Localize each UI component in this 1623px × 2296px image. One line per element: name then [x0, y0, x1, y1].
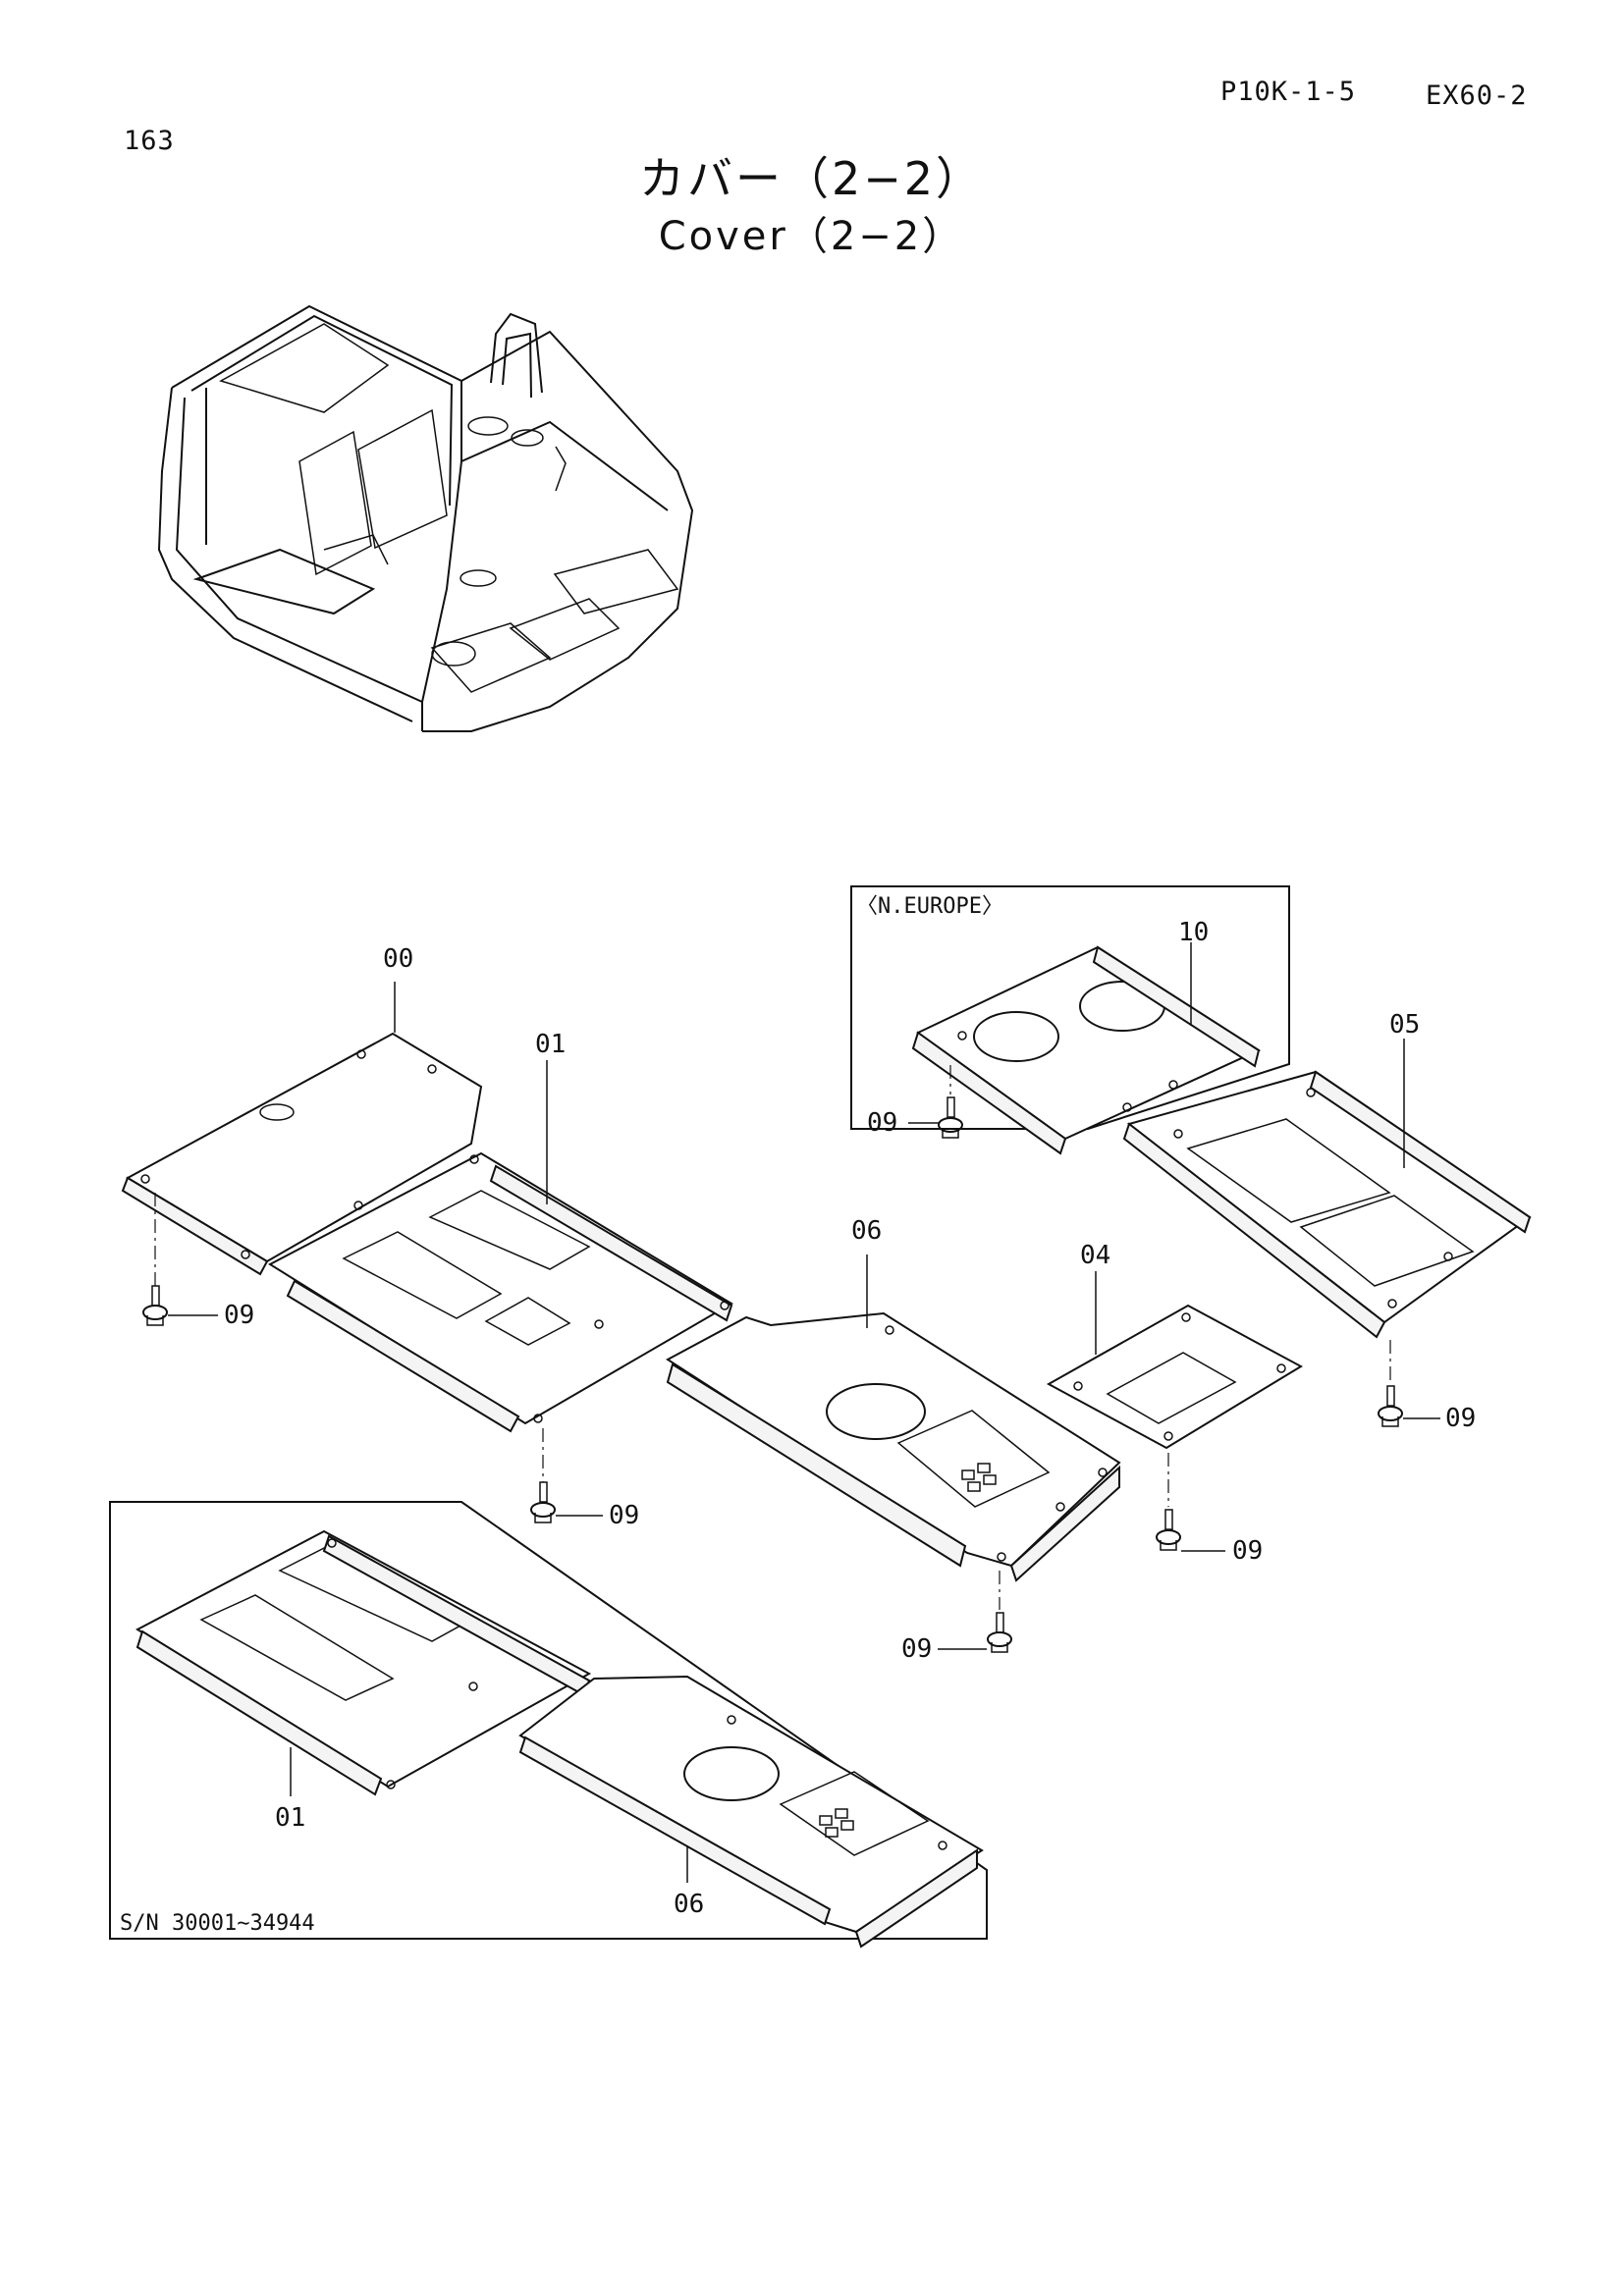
bolt-09-part06: [938, 1571, 1012, 1653]
title-english: Cover（2−2）: [658, 214, 965, 259]
callout-06: 06: [851, 1216, 882, 1246]
bolt-09-europe: [908, 1065, 963, 1139]
bolt-09-center: [530, 1428, 603, 1523]
part-01-plate: [267, 1060, 733, 1433]
serial-number-label: S/N 30001∼34944: [120, 1911, 315, 1936]
callout-09-europe: 09: [867, 1108, 897, 1138]
callout-06-alt: 06: [674, 1890, 704, 1919]
europe-inset-label: 〈N.EUROPE〉: [856, 894, 1003, 919]
callout-09-center: 09: [609, 1501, 639, 1530]
part-06-plate: [666, 1255, 1121, 1582]
bolt-09-part04: [1156, 1453, 1225, 1552]
part-04-plate: [1046, 1271, 1304, 1450]
bolt-09-left: [142, 1193, 218, 1326]
machine-overview-illustration: [157, 304, 694, 732]
callout-05: 05: [1389, 1010, 1420, 1040]
callout-09-left: 09: [224, 1301, 254, 1330]
title-japanese: カバー（2−2）: [638, 152, 985, 205]
callout-09-part05: 09: [1445, 1404, 1476, 1433]
part-00-plate: [121, 982, 483, 1276]
serial-inset: [109, 1501, 988, 1949]
n-europe-inset: [850, 885, 1290, 1155]
model-code: EX60-2: [1426, 80, 1528, 111]
callout-01-alt: 01: [275, 1803, 305, 1833]
catalog-code: P10K-1-5: [1220, 77, 1357, 107]
bolt-09-part05: [1378, 1340, 1440, 1427]
callout-09-part06: 09: [901, 1634, 932, 1664]
callout-10: 10: [1178, 918, 1209, 947]
callout-09-part04: 09: [1232, 1536, 1263, 1566]
page-number: 163: [124, 126, 175, 156]
callout-01: 01: [535, 1030, 566, 1059]
part-05-plate: [1122, 1039, 1532, 1339]
callout-00: 00: [383, 944, 413, 974]
callout-04: 04: [1080, 1241, 1110, 1270]
